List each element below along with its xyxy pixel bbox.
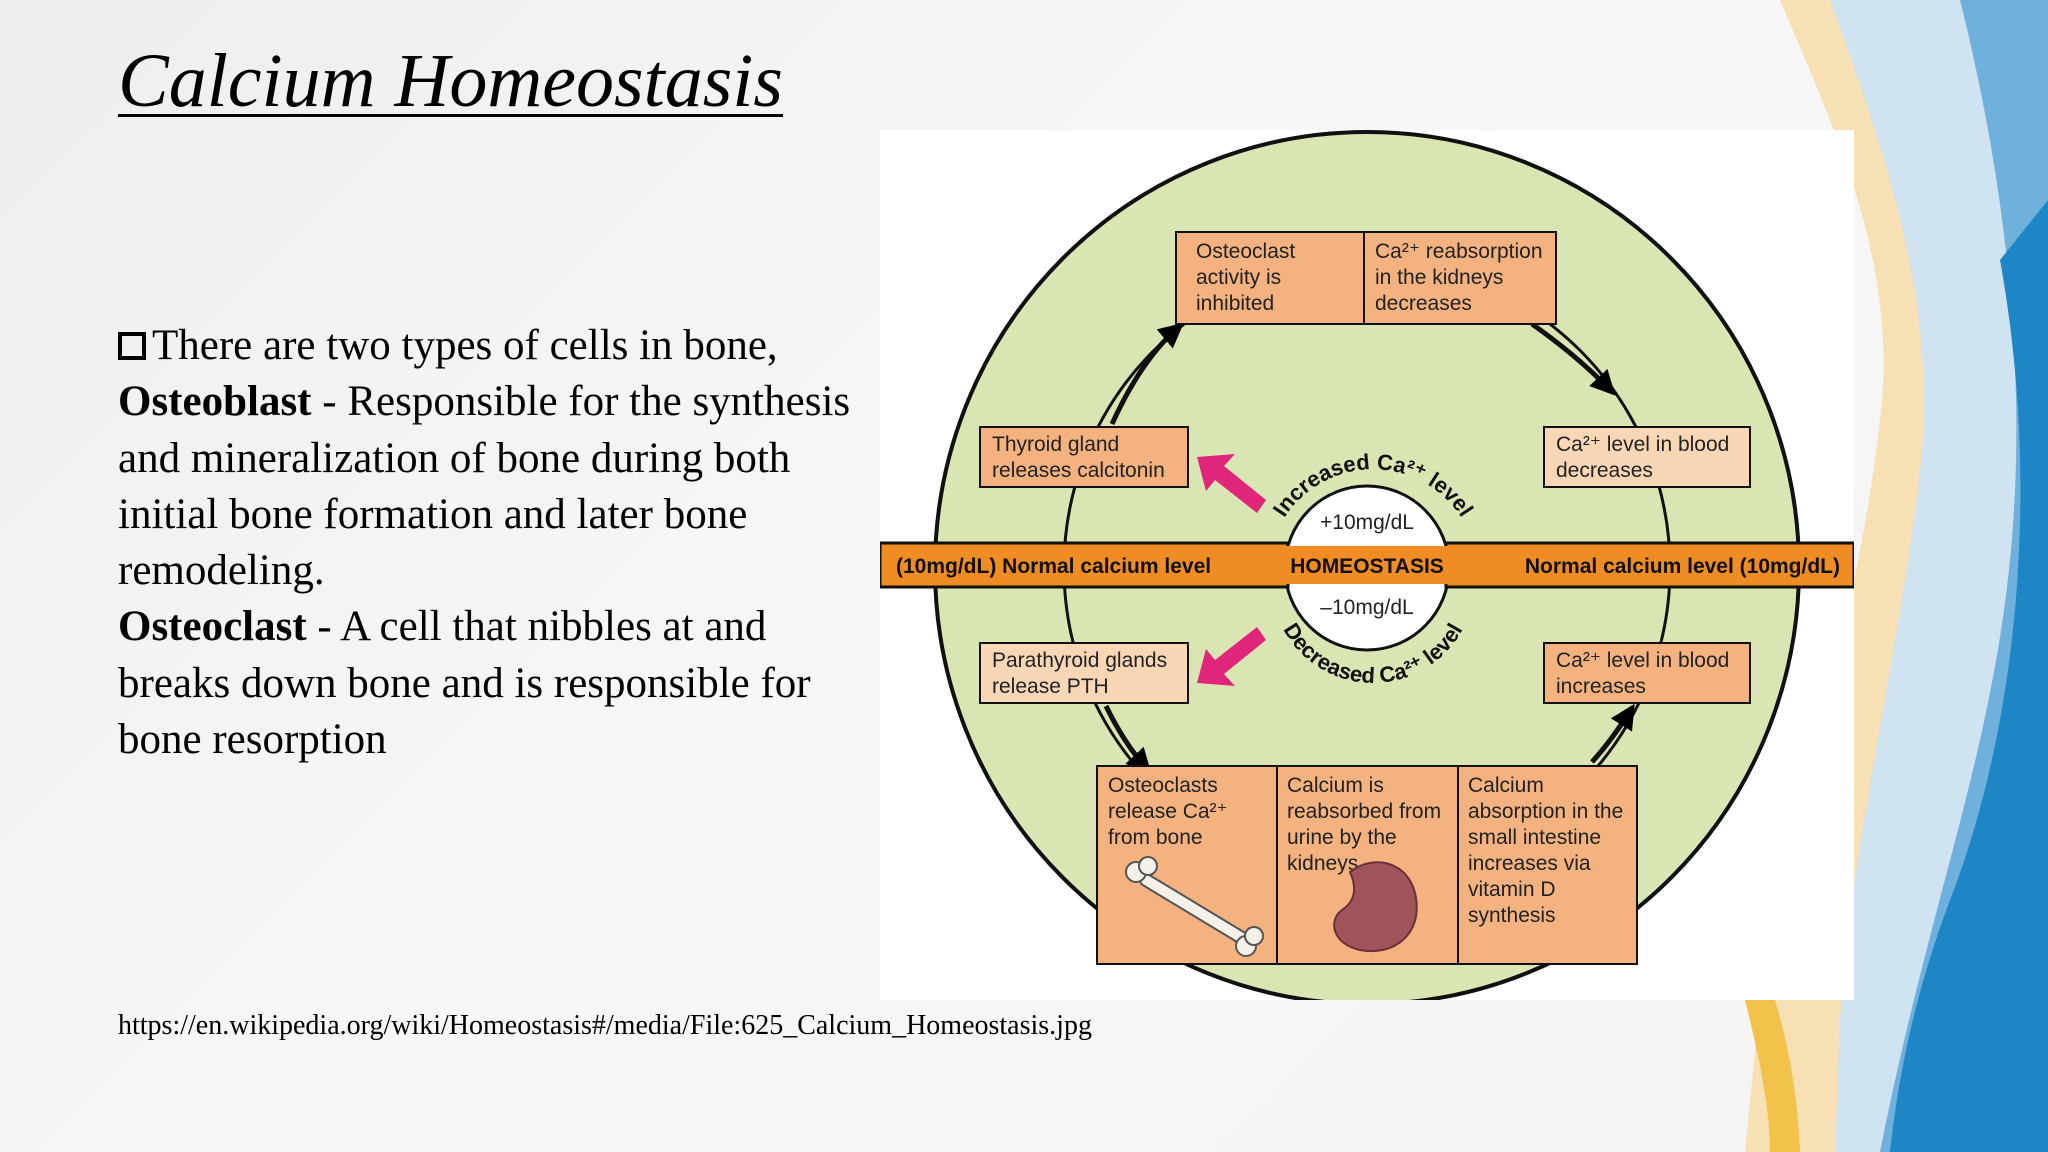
svg-text:activity is: activity is (1196, 266, 1281, 289)
svg-text:Osteoclast: Osteoclast (1196, 240, 1295, 263)
box-osteoclasts-release-calcium: Osteoclasts release Ca²⁺ from bone (1096, 765, 1278, 965)
lower-level-label: –10mg/dL (1320, 596, 1413, 619)
svg-text:Ca²⁺ reabsorption: Ca²⁺ reabsorption (1375, 240, 1543, 263)
pink-arrow-up (1197, 454, 1266, 513)
svg-text:decreases: decreases (1556, 459, 1653, 482)
upper-level-label: +10mg/dL (1320, 511, 1414, 534)
svg-text:Thyroid gland: Thyroid gland (992, 433, 1119, 456)
svg-text:decreases: decreases (1375, 292, 1472, 315)
svg-text:kidneys: kidneys (1287, 852, 1358, 875)
band-center-label: HOMEOSTASIS (1290, 555, 1444, 578)
svg-text:reabsorbed from: reabsorbed from (1287, 800, 1441, 823)
svg-text:in the kidneys: in the kidneys (1375, 266, 1503, 289)
calcium-homeostasis-diagram: Osteoclast activity is inhibited Ca²⁺ re… (880, 130, 1854, 1000)
osteoblast-paragraph: Osteoblast - Responsible for the synthes… (118, 374, 858, 599)
band-right-label: Normal calcium level (10mg/dL) (1525, 555, 1840, 578)
box-blood-calcium-increases: Ca²⁺ level in blood increases (1543, 642, 1751, 704)
box-osteoclast-inhibited: Osteoclast activity is inhibited (1175, 231, 1365, 325)
box-thyroid-calcitonin: Thyroid gland releases calcitonin (979, 426, 1189, 488)
svg-text:Ca²⁺ level in blood: Ca²⁺ level in blood (1556, 433, 1729, 456)
osteoclast-term: Osteoclast (118, 603, 307, 651)
box-kidney-reabsorption-decreases: Ca²⁺ reabsorption in the kidneys decreas… (1363, 231, 1557, 325)
cycle-arrow-top-right (1530, 321, 1616, 396)
svg-text:release PTH: release PTH (992, 675, 1109, 698)
svg-text:from bone: from bone (1108, 826, 1203, 849)
checkbox-icon (118, 332, 146, 360)
osteoblast-definition: - Responsible for the synthesis and mine… (118, 378, 851, 595)
band-left-label: (10mg/dL) Normal calcium level (896, 555, 1211, 578)
svg-text:Ca²⁺ level in blood: Ca²⁺ level in blood (1556, 649, 1729, 672)
box-intestine-absorption: Calcium absorption in the small intestin… (1457, 765, 1638, 965)
cycle-arrow-up-right (1590, 703, 1635, 764)
osteoclast-paragraph: Osteoclast - A cell that nibbles at and … (118, 599, 858, 768)
body-text: There are two types of cells in bone, Os… (118, 318, 858, 768)
box-parathyroid-pth: Parathyroid glands release PTH (979, 642, 1189, 704)
svg-text:urine by the: urine by the (1287, 826, 1397, 849)
svg-text:Osteoclasts: Osteoclasts (1108, 774, 1218, 797)
source-url: https://en.wikipedia.org/wiki/Homeostasi… (118, 1010, 1092, 1041)
svg-text:synthesis: synthesis (1468, 904, 1556, 927)
svg-text:small intestine: small intestine (1468, 826, 1601, 849)
svg-text:release Ca²⁺: release Ca²⁺ (1108, 800, 1228, 823)
pink-arrow-down (1197, 627, 1266, 686)
svg-text:vitamin D: vitamin D (1468, 878, 1556, 901)
svg-text:absorption in the: absorption in the (1468, 800, 1623, 823)
cycle-arrow-up-left (1109, 322, 1184, 426)
intro-text: There are two types of cells in bone, (152, 322, 778, 369)
osteoblast-term: Osteoblast (118, 378, 312, 426)
page-title: Calcium Homeostasis (118, 39, 783, 123)
svg-text:increases via: increases via (1468, 852, 1591, 875)
box-kidney-reabsorption: Calcium is reabsorbed from urine by the … (1276, 765, 1459, 965)
box-blood-calcium-decreases: Ca²⁺ level in blood decreases (1543, 426, 1751, 488)
osteoclast-definition: - A cell that nibbles at and breaks down… (118, 603, 811, 764)
svg-text:Calcium: Calcium (1468, 774, 1544, 797)
bone-icon (1125, 856, 1264, 957)
svg-text:releases calcitonin: releases calcitonin (992, 459, 1165, 482)
svg-text:increases: increases (1556, 675, 1646, 698)
intro-paragraph: There are two types of cells in bone, (118, 318, 858, 374)
svg-text:inhibited: inhibited (1196, 292, 1274, 315)
svg-text:Calcium is: Calcium is (1287, 774, 1384, 797)
kidney-icon (1333, 861, 1418, 953)
svg-text:Parathyroid glands: Parathyroid glands (992, 649, 1167, 672)
homeostasis-band: (10mg/dL) Normal calcium level HOMEOSTAS… (880, 541, 1854, 589)
